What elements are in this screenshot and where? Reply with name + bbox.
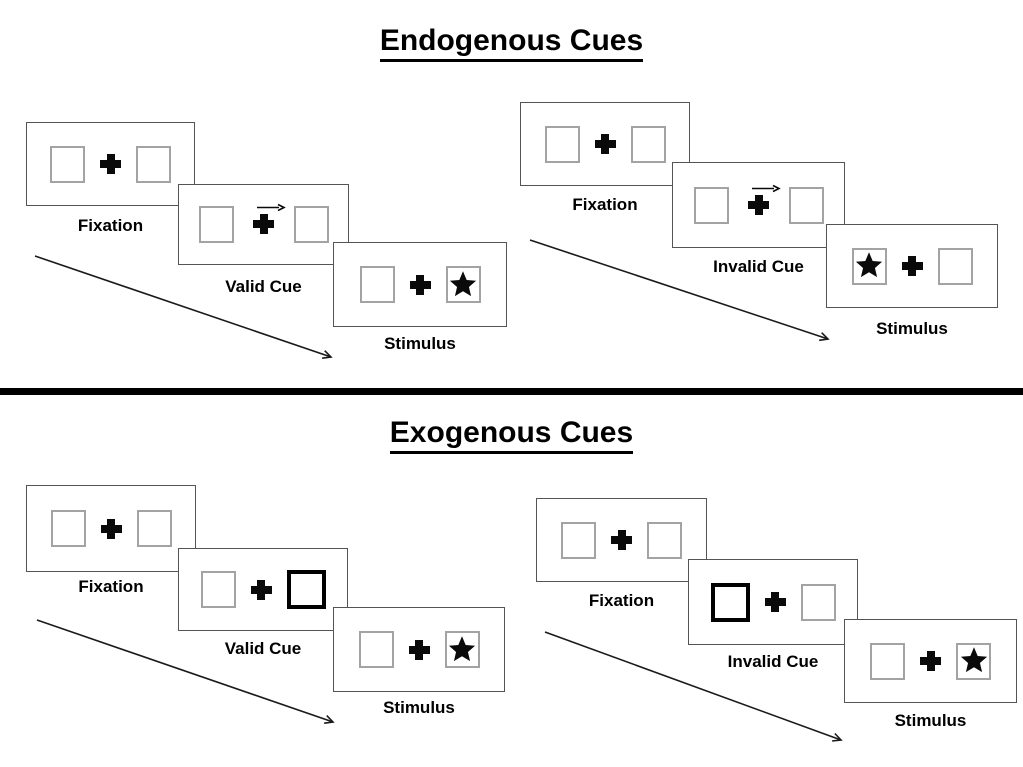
- placeholder-box-left: [359, 266, 395, 303]
- cue-box-left: [710, 582, 750, 622]
- fixation-cross-icon: [100, 154, 121, 174]
- step-label-valid-cue: Valid Cue: [225, 277, 302, 296]
- fixation-cross-icon: [594, 134, 616, 154]
- exo-valid-cue-panel: [178, 548, 348, 631]
- step-label-fixation: Fixation: [572, 195, 638, 214]
- endo-invalid-cue-panel: [672, 162, 845, 248]
- star-icon: [855, 252, 883, 278]
- section-divider: [0, 388, 1023, 395]
- step-label-fixation: Fixation: [77, 216, 144, 235]
- step-label-stimulus: Stimulus: [894, 711, 967, 730]
- step-label-fixation: Fixation: [78, 577, 144, 596]
- star-icon: [960, 647, 987, 673]
- step-label-stimulus: Stimulus: [383, 698, 455, 717]
- fixation-cross-icon: [764, 592, 786, 612]
- endo-valid-fixation-panel: [26, 122, 195, 206]
- fixation-cross-icon: [611, 530, 632, 550]
- timeline-arrow: [544, 631, 843, 742]
- step-label-stimulus: Stimulus: [384, 334, 456, 353]
- fixation-cross-icon: [100, 518, 122, 539]
- endogenous-section-title: Endogenous Cues: [0, 24, 1023, 62]
- exo-valid-fixation-panel: [26, 485, 196, 572]
- timeline-arrow: [529, 239, 830, 342]
- star-icon: [449, 270, 477, 296]
- cue-arrow-icon: [256, 203, 286, 212]
- target-box-left: [851, 247, 887, 285]
- fixation-cross-icon: [901, 256, 923, 276]
- timeline-arrow: [34, 255, 333, 359]
- step-label-invalid-cue: Invalid Cue: [713, 257, 804, 276]
- placeholder-box-right: [937, 247, 973, 285]
- exo-invalid-stimulus-panel: [844, 619, 1017, 703]
- placeholder-box-left: [544, 125, 580, 163]
- fixation-cross-icon: [409, 274, 431, 295]
- placeholder-box-left: [198, 206, 234, 243]
- central-cue: [744, 184, 781, 215]
- placeholder-box-left: [561, 521, 596, 559]
- placeholder-box-right: [800, 583, 836, 621]
- placeholder-box-right: [136, 510, 172, 547]
- endo-invalid-stimulus-panel: [826, 224, 998, 308]
- exo-invalid-cue-panel: [688, 559, 858, 645]
- target-box-right: [444, 631, 480, 668]
- exo-valid-stimulus-panel: [333, 607, 505, 692]
- placeholder-box-right: [293, 206, 329, 243]
- target-box-right: [445, 266, 481, 303]
- fixation-cross-icon: [748, 194, 769, 215]
- section-title-text: Endogenous Cues: [379, 24, 644, 62]
- endo-invalid-fixation-panel: [520, 102, 690, 186]
- endo-valid-cue-panel: [178, 184, 349, 265]
- step-label-fixation: Fixation: [588, 591, 655, 610]
- cue-box-right: [286, 570, 326, 609]
- step-label-invalid-cue: Invalid Cue: [727, 652, 819, 671]
- placeholder-box-right: [630, 125, 666, 163]
- step-label-valid-cue: Valid Cue: [224, 639, 302, 658]
- central-cue: [249, 203, 286, 234]
- timeline-arrow: [36, 619, 335, 724]
- fixation-cross-icon: [253, 214, 274, 234]
- exo-invalid-fixation-panel: [536, 498, 707, 582]
- cue-arrow-icon: [751, 184, 781, 192]
- exogenous-section-title: Exogenous Cues: [0, 416, 1023, 454]
- fixation-cross-icon: [920, 651, 941, 671]
- placeholder-box-right: [647, 521, 682, 559]
- placeholder-box-left: [693, 186, 729, 224]
- target-box-right: [956, 642, 991, 680]
- section-title-text: Exogenous Cues: [389, 416, 634, 454]
- endo-valid-stimulus-panel: [333, 242, 507, 327]
- placeholder-box-left: [50, 510, 86, 547]
- placeholder-box-right: [136, 145, 171, 183]
- fixation-cross-icon: [250, 579, 272, 600]
- placeholder-box-left: [50, 145, 85, 183]
- star-icon: [448, 635, 476, 661]
- placeholder-box-left: [870, 642, 905, 680]
- step-label-stimulus: Stimulus: [876, 319, 948, 338]
- placeholder-box-left: [358, 631, 394, 668]
- placeholder-box-right: [788, 186, 824, 224]
- fixation-cross-icon: [408, 639, 430, 660]
- placeholder-box-left: [200, 571, 236, 608]
